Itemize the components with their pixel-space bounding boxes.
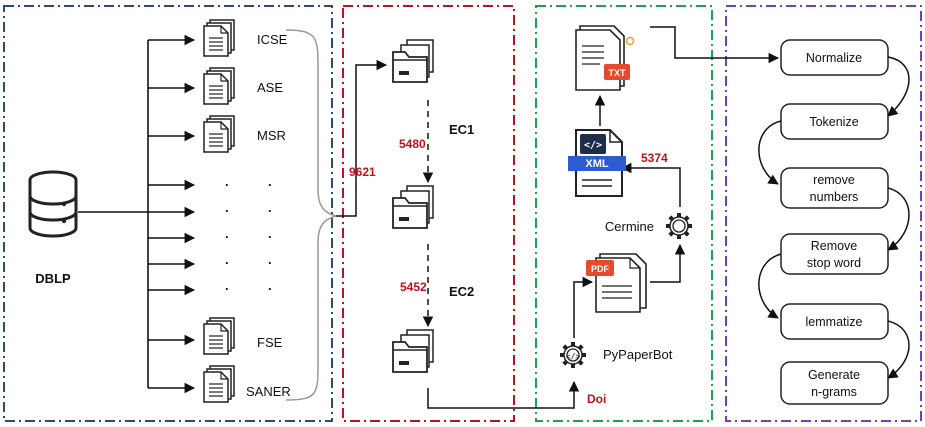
venue-label: ICSE — [257, 32, 288, 47]
svg-text:.: . — [225, 200, 229, 215]
ec2-label: EC2 — [449, 284, 474, 299]
svg-text:.: . — [268, 174, 272, 189]
pypaperbot-gear-icon: </> — [558, 340, 588, 370]
svg-text:.: . — [225, 252, 229, 267]
count-ec2: 5452 — [400, 280, 427, 294]
count-xml: 5374 — [641, 151, 668, 165]
pdf-arrow — [573, 276, 594, 338]
step-label: Remove — [811, 239, 858, 253]
svg-text:.: . — [268, 278, 272, 293]
ellipsis-dots: .. .. .. .. .. — [225, 174, 272, 293]
step-label: Tokenize — [809, 115, 858, 129]
merge-arrow — [336, 59, 388, 217]
step-label: lemmatize — [806, 315, 863, 329]
venue-label: MSR — [257, 128, 286, 143]
svg-text:.: . — [268, 252, 272, 267]
cermine-label: Cermine — [605, 219, 654, 234]
svg-text:.: . — [225, 226, 229, 241]
svg-text:.: . — [225, 278, 229, 293]
venue-branches — [148, 34, 196, 394]
venue-document-icon — [203, 115, 235, 153]
count-merged: 9621 — [349, 165, 376, 179]
database-icon — [28, 170, 78, 238]
step-label: n-grams — [811, 385, 857, 399]
folder-icon — [392, 185, 434, 229]
folder-icon — [392, 329, 434, 373]
txt-badge: TXT — [609, 68, 627, 78]
step-label: Generate — [808, 368, 860, 382]
venue-label: ASE — [257, 80, 283, 95]
svg-text:</>: </> — [566, 352, 581, 361]
preprocessing-steps: Normalize Tokenize remove numbers Remove… — [780, 39, 889, 405]
collection-panel — [3, 5, 333, 422]
venue-tree — [78, 40, 149, 388]
step-label: stop word — [807, 256, 861, 270]
xml-arrow — [620, 162, 681, 207]
step-label: Normalize — [806, 51, 862, 65]
to-preprocessing-arrow — [650, 26, 780, 64]
venue-label: FSE — [257, 335, 283, 350]
folder-icon — [392, 39, 434, 83]
pdf-badge: PDF — [591, 264, 610, 274]
ec1-label: EC1 — [449, 122, 474, 137]
venue-document-icon — [203, 317, 235, 355]
txt-document-icon — [575, 25, 635, 91]
svg-text:.: . — [268, 200, 272, 215]
pdf-document-icon — [586, 253, 647, 313]
count-ec1: 5480 — [399, 137, 426, 151]
merge-brace — [285, 29, 337, 401]
preprocessing-panel — [725, 5, 922, 422]
pypaperbot-label: PyPaperBot — [603, 347, 673, 362]
extraction-panel — [535, 5, 713, 422]
cermine-input-arrow — [650, 243, 686, 283]
dblp-label: DBLP — [35, 271, 71, 286]
step-label: remove — [813, 173, 855, 187]
filtering-panel — [342, 5, 515, 422]
venue-label: SANER — [246, 384, 291, 399]
venue-document-icon — [203, 365, 235, 403]
step-connectors — [758, 56, 910, 379]
svg-text:.: . — [225, 174, 229, 189]
venue-document-icon — [203, 19, 235, 57]
venue-document-icon — [203, 67, 235, 105]
doi-arrow — [427, 380, 580, 409]
doi-label: Doi — [587, 392, 606, 406]
xml-document-icon: </> — [568, 129, 626, 197]
cermine-gear-icon — [664, 211, 694, 241]
step-box — [780, 361, 889, 405]
svg-text:.: . — [268, 226, 272, 241]
step-label: numbers — [810, 190, 859, 204]
xml-badge: XML — [585, 158, 609, 170]
svg-text:</>: </> — [584, 140, 602, 151]
